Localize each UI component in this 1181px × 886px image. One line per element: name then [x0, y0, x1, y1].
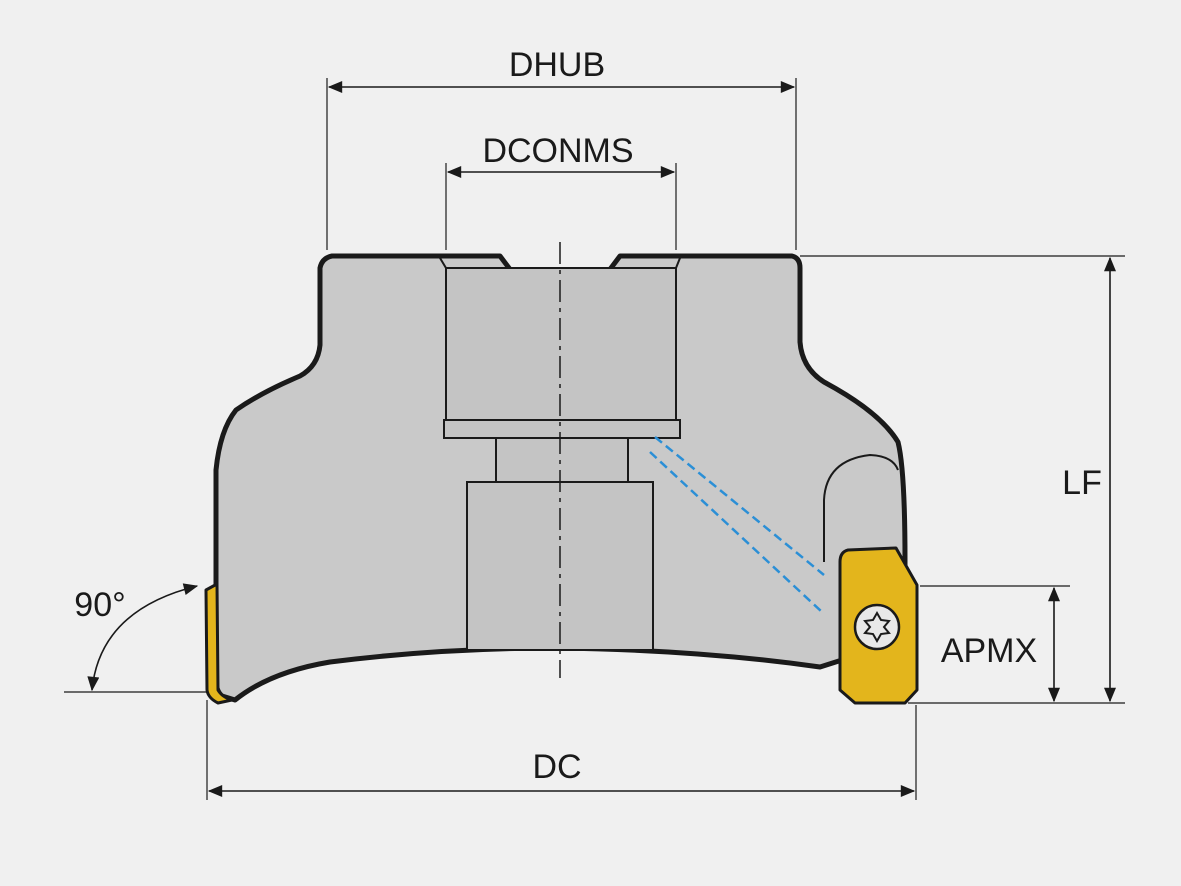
- dhub-label: DHUB: [509, 46, 605, 84]
- apmx-label: APMX: [941, 632, 1037, 670]
- cutter-body: [204, 242, 919, 705]
- angle-arc: [87, 583, 199, 692]
- arbor-bore: [445, 267, 677, 421]
- torx-screw-icon: [853, 603, 901, 651]
- dconms-label: DCONMS: [482, 132, 633, 170]
- dimension-labels: DHUB DCONMS LF APMX DC 90°: [74, 46, 1102, 786]
- angle-label: 90°: [74, 586, 125, 624]
- cutting-insert-left: [204, 582, 234, 705]
- coolant-channel: [649, 451, 823, 613]
- chip-pocket: [823, 453, 899, 562]
- bolt-neck: [495, 437, 629, 483]
- dc-label: DC: [532, 748, 581, 786]
- lf-label: LF: [1062, 464, 1102, 502]
- dimension-lines: [87, 81, 1116, 797]
- extension-lines: [64, 78, 1125, 800]
- bolt-flange: [443, 419, 681, 439]
- coolant-channel: [654, 436, 825, 576]
